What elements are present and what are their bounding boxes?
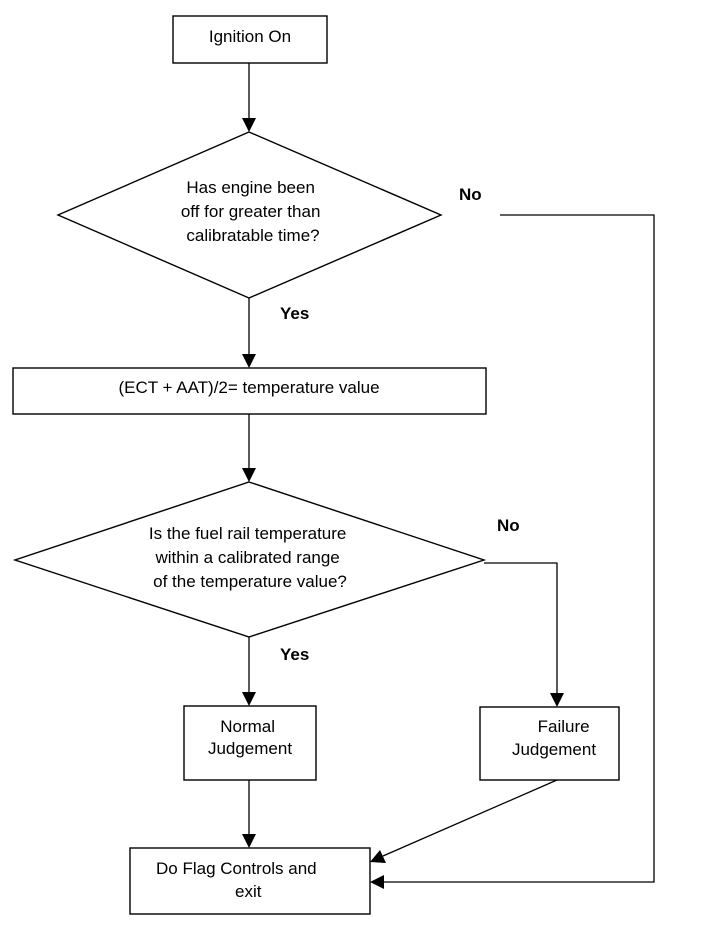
flag-line-2: exit: [235, 882, 262, 901]
engine-off-no-label: No: [459, 185, 482, 204]
arrowhead: [242, 692, 256, 706]
fuel-rail-line-3: of the temperature value?: [153, 572, 347, 591]
fuel-rail-question-text: Is the fuel rail temperature within a ca…: [149, 524, 351, 591]
normal-judgement-box: [183, 705, 317, 781]
edge-no-to-failure: [484, 562, 558, 693]
fuel-rail-line-2: within a calibrated range: [154, 548, 339, 567]
normal-judgement-text: Normal Judgement: [208, 717, 292, 758]
temperature-value-box: [12, 367, 487, 415]
failure-judgement-text: Failure Judgement: [512, 717, 596, 759]
edge-failure-to-flag: [382, 779, 558, 857]
engine-off-question-text: Has engine been off for greater than cal…: [181, 178, 325, 245]
failure-line-1: Failure: [538, 717, 590, 736]
normal-line-2: Judgement: [208, 739, 292, 758]
fuel-rail-no-label: No: [497, 516, 520, 535]
arrowhead: [242, 354, 256, 368]
fuel-rail-line-1: Is the fuel rail temperature: [149, 524, 346, 543]
engine-off-line-3: calibratable time?: [186, 226, 319, 245]
ignition-line-1: Ignition On: [209, 27, 291, 46]
flag-controls-box: [129, 847, 371, 915]
arrowhead: [242, 834, 256, 848]
arrowhead: [242, 118, 256, 132]
engine-off-yes-label: Yes: [280, 304, 309, 323]
flag-controls-text: Do Flag Controls and exit: [156, 859, 321, 901]
flag-line-1: Do Flag Controls and: [156, 859, 317, 878]
ignition-on-text: Ignition On: [209, 27, 291, 46]
temperature-value-text: (ECT + AAT)/2= temperature value: [118, 378, 379, 397]
temperature-line-1: (ECT + AAT)/2= temperature value: [118, 378, 379, 397]
normal-line-1: Normal: [220, 717, 275, 736]
edge-no-to-flag: [384, 214, 655, 883]
arrowhead: [370, 875, 384, 889]
engine-off-line-2: off for greater than: [181, 202, 321, 221]
ignition-on-box: [172, 15, 328, 64]
failure-line-2: Judgement: [512, 740, 596, 759]
failure-judgement-box: [479, 706, 620, 781]
arrowhead: [550, 693, 564, 707]
engine-off-line-1: Has engine been: [186, 178, 315, 197]
fuel-rail-yes-label: Yes: [280, 645, 309, 664]
arrowhead: [370, 850, 386, 863]
arrowhead: [242, 468, 256, 482]
